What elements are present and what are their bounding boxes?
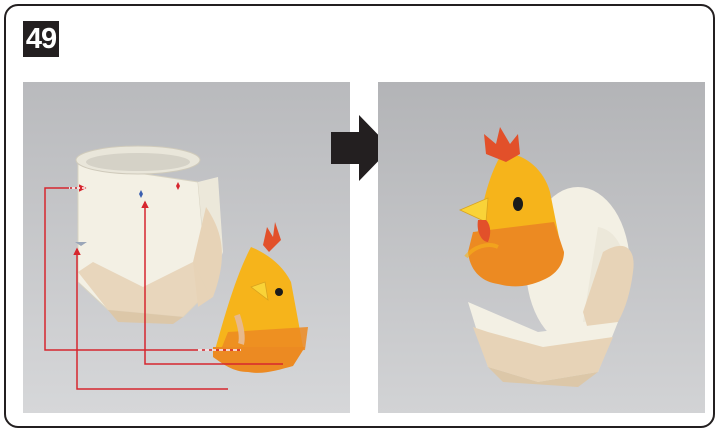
after-photo-illustration: [378, 82, 705, 413]
step-number-badge: 49: [23, 21, 59, 57]
before-photo-illustration: [23, 82, 350, 413]
after-photo: [378, 82, 705, 413]
before-photo: [23, 82, 350, 413]
